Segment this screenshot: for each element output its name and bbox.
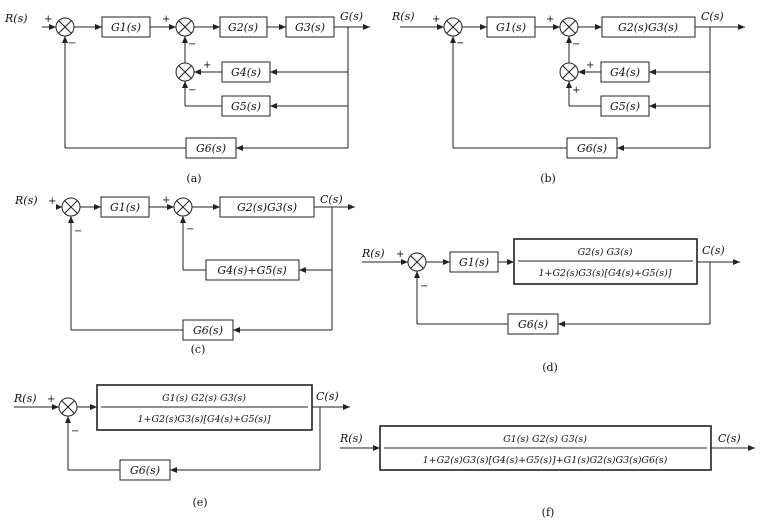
block-g6 [119, 459, 171, 481]
block-g3 [285, 16, 335, 38]
block-g2g3 [219, 196, 315, 218]
denominator: 1+G2(s)G3(s)[G4(s)+G5(s)] [137, 414, 270, 425]
sign-plus: + [162, 14, 170, 25]
diagram-d: G1(s) G2(s) G3(s) 1+G2(s)G3(s)[G4(s)+G5(… [361, 238, 740, 374]
input-label: R(s) [361, 247, 385, 260]
output-label: G(s) [340, 10, 363, 23]
sign-minus: − [572, 39, 580, 50]
block-g4-label: G4(s) [610, 66, 640, 79]
sign-plus: + [48, 196, 56, 207]
numerator: G1(s) G2(s) G3(s) [162, 393, 246, 404]
output-label: C(s) [316, 390, 339, 403]
block-g1 [100, 196, 150, 218]
input-label: R(s) [391, 10, 415, 23]
sign-plus: + [396, 249, 404, 260]
denominator: 1+G2(s)G3(s)[G4(s)+G5(s)]+G1(s)G2(s)G3(s… [423, 455, 668, 466]
block-g5 [221, 95, 271, 117]
sign-minus: − [74, 226, 82, 237]
block-g5 [600, 95, 650, 117]
sign-minus: − [188, 85, 196, 96]
input-label: R(s) [14, 194, 38, 207]
sign-plus: + [44, 14, 52, 25]
sign-minus: − [188, 39, 196, 50]
input-label: R(s) [13, 392, 37, 405]
sign-minus: − [186, 224, 194, 235]
block-g2g3 [601, 16, 696, 38]
block-g4-plus-g5 [205, 259, 300, 281]
block-g5-label: G5(s) [610, 100, 640, 113]
caption: (e) [192, 496, 207, 509]
output-label: C(s) [701, 10, 724, 23]
block-g1-label: G1(s) [110, 201, 140, 214]
sign-plus: + [546, 14, 554, 25]
sign-minus: − [420, 281, 428, 292]
block-g2 [219, 16, 268, 38]
block-g6 [566, 137, 618, 159]
output-label: C(s) [702, 244, 725, 257]
caption: (d) [542, 361, 558, 374]
block-g5-label: G5(s) [231, 100, 261, 113]
numerator: G2(s) G3(s) [578, 247, 633, 258]
block-g1 [449, 251, 499, 273]
block-g2-label: G2(s) [228, 21, 258, 34]
sign-plus: + [203, 60, 211, 71]
diagram-c: G1(s) G2(s)G3(s) G4(s)+G5(s) G6(s) R(s) … [14, 193, 355, 356]
block-g1-label: G1(s) [496, 21, 526, 34]
block-g1 [101, 16, 151, 38]
diagram-a: G1(s) G2(s) G3(s) G4(s) G5(s) G6(s) R(s)… [4, 10, 370, 185]
block-g6 [507, 313, 559, 335]
caption: (f) [542, 506, 555, 519]
block-g3-label: G3(s) [295, 21, 325, 34]
caption: (c) [191, 343, 206, 356]
diagram-e: G1(s) G2(s) G3(s) 1+G2(s)G3(s)[G4(s)+G5(… [13, 384, 350, 509]
caption: (a) [186, 172, 201, 185]
block-g6-label: G6(s) [196, 142, 226, 155]
sign-minus: − [68, 38, 76, 49]
caption: (b) [540, 172, 556, 185]
output-label: C(s) [320, 193, 343, 206]
denominator: 1+G2(s)G3(s)[G4(s)+G5(s)] [538, 268, 671, 279]
block-g4-plus-g5-label: G4(s)+G5(s) [217, 264, 286, 277]
sign-plus: + [162, 195, 170, 206]
block-g6 [185, 137, 237, 159]
block-g1-label: G1(s) [459, 256, 489, 269]
block-g6-label: G6(s) [577, 142, 607, 155]
input-label: R(s) [4, 12, 28, 25]
input-label: R(s) [339, 432, 363, 445]
diagram-b: G1(s) G2(s)G3(s) G4(s) G5(s) G6(s) R(s) … [391, 10, 745, 185]
sign-plus: + [586, 60, 594, 71]
sign-plus: + [432, 14, 440, 25]
block-g2g3-label: G2(s)G3(s) [237, 201, 297, 214]
block-g1 [486, 16, 536, 38]
block-g6-label: G6(s) [130, 464, 160, 477]
numerator: G1(s) G2(s) G3(s) [503, 434, 587, 445]
output-label: C(s) [718, 432, 741, 445]
sign-minus: − [456, 38, 464, 49]
sign-minus: − [71, 426, 79, 437]
block-g4 [600, 61, 650, 83]
sign-plus: + [47, 394, 55, 405]
diagram-f: G1(s) G2(s) G3(s) 1+G2(s)G3(s)[G4(s)+G5(… [339, 425, 755, 519]
block-g4 [221, 61, 271, 83]
block-g6-label: G6(s) [518, 318, 548, 331]
block-g4-label: G4(s) [231, 66, 261, 79]
block-g2g3-label: G2(s)G3(s) [618, 21, 678, 34]
block-g6-label: G6(s) [193, 324, 223, 337]
block-g6 [182, 319, 234, 341]
block-g1-label: G1(s) [111, 21, 141, 34]
sign-plus: + [572, 85, 580, 96]
